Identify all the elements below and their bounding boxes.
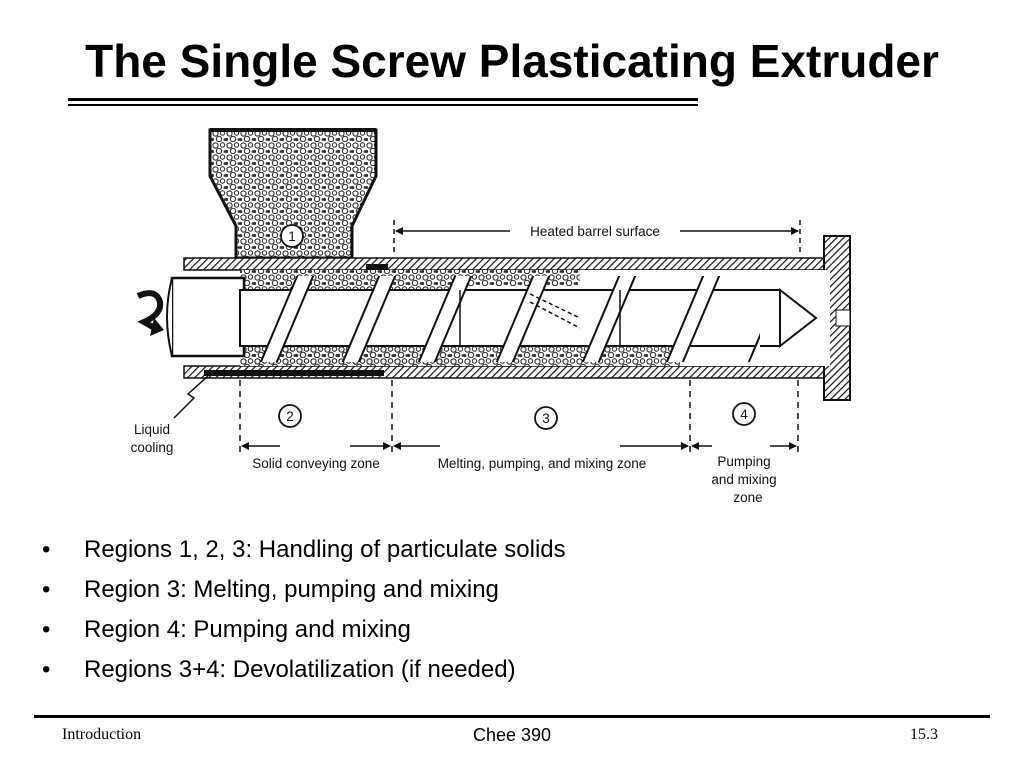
zone-1-marker: 1 (280, 224, 304, 248)
screw-tip (779, 287, 818, 349)
melting-zone-label: Melting, pumping, and mixing zone (438, 456, 647, 471)
zone-2-marker: 2 (278, 404, 302, 428)
zone-1-number: 1 (288, 229, 296, 244)
zone-4-number: 4 (740, 407, 748, 422)
bullet-glyph: • (42, 536, 51, 563)
bullet-item: • Region 3: Melting, pumping and mixing (40, 570, 566, 610)
bullet-item: • Region 4: Pumping and mixing (40, 610, 566, 650)
footer-section-label: Introduction (62, 726, 142, 743)
footer-course-code: Chee 390 (472, 725, 552, 745)
bullet-item: • Regions 3+4: Devolatilization (if neede… (40, 650, 566, 690)
bullet-item: • Regions 1, 2, 3: Handling of particulat… (40, 530, 566, 570)
bullet-glyph: • (42, 616, 51, 643)
zone-4-marker: 4 (732, 402, 756, 426)
bullet-text: Regions 1, 2, 3: Handling of particulate… (84, 536, 566, 563)
pumping-zone-label-line2: and mixing (711, 472, 776, 487)
screw-drive-shaft (170, 276, 246, 358)
die-opening (835, 309, 851, 327)
extruder-diagram: 1 2 3 4 Heated barrel surface (100, 118, 900, 516)
rotation-arrow-icon (136, 290, 164, 336)
zone-boundaries (239, 380, 799, 454)
bullet-glyph: • (42, 576, 51, 603)
top-pellet-bed (460, 270, 580, 286)
screw (166, 276, 818, 362)
footer-slide-number: 15.3 (910, 726, 938, 743)
page-title: The Single Screw Plasticating Extruder (85, 35, 939, 87)
pumping-zone-label-line3: zone (733, 490, 762, 505)
zone-2-number: 2 (286, 409, 294, 424)
title-underline-secondary (68, 104, 698, 106)
bullet-text: Region 4: Pumping and mixing (84, 616, 411, 643)
title-underline (68, 98, 698, 101)
bullet-text: Regions 3+4: Devolatilization (if needed… (84, 656, 516, 683)
heated-barrel-label: Heated barrel surface (530, 224, 660, 239)
bullet-list: • Regions 1, 2, 3: Handling of particulat… (40, 530, 566, 690)
solid-conveying-zone-label: Solid conveying zone (252, 456, 380, 471)
bullet-glyph: • (42, 656, 51, 683)
extruder-svg: 1 2 3 4 Heated barrel surface (131, 128, 851, 505)
zone-3-number: 3 (542, 411, 550, 426)
liquid-cooling-leader (173, 375, 209, 419)
liquid-cooling-label-line1: Liquid (134, 422, 170, 437)
cooling-jacket (204, 370, 384, 376)
liquid-cooling-label-line2: cooling (131, 440, 174, 455)
heated-barrel-dimension (393, 220, 801, 254)
bullet-text: Region 3: Melting, pumping and mixing (84, 576, 499, 603)
barrel-top-wall (183, 257, 829, 271)
zone-3-marker: 3 (534, 406, 558, 430)
bottom-pellet-bed (240, 346, 680, 366)
footer-divider (34, 715, 990, 718)
feed-throat-edge (366, 264, 388, 270)
pumping-zone-label-line1: Pumping (717, 454, 770, 469)
